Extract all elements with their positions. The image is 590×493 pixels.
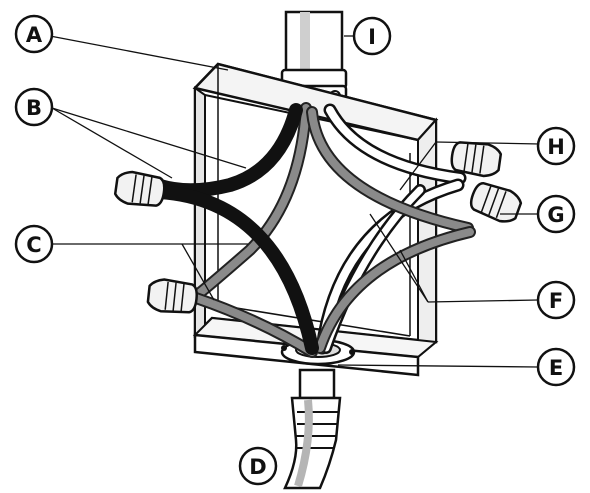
wires: [153, 102, 476, 358]
wire-nut-right-lower: [469, 181, 523, 223]
callout-f: F: [536, 280, 576, 320]
callout-label-d: D: [249, 455, 266, 479]
callout-h: H: [536, 126, 576, 166]
leader-line-h1: [435, 141, 541, 145]
leader-line-c2: [181, 243, 215, 301]
wire-nut-bottom-left: [146, 278, 198, 314]
callout-label-a: A: [26, 23, 43, 47]
callout-a: A: [14, 14, 54, 54]
callout-c: C: [14, 224, 54, 264]
callout-label-c: C: [26, 233, 41, 257]
leader-line-e: [337, 364, 539, 368]
callout-label-f: F: [549, 289, 563, 313]
leader-line-b1: [51, 107, 173, 179]
leader-line-f2: [399, 249, 429, 303]
leader-line-h2: [399, 141, 437, 191]
wire-nut-right-upper: [450, 141, 503, 178]
black-wire-left-to-bottom: [153, 185, 319, 355]
wire-nut-left: [113, 170, 166, 207]
callout-label-g: G: [547, 203, 564, 227]
leader-line-b2: [51, 107, 247, 169]
callout-label-e: E: [549, 356, 563, 380]
callout-d: D: [238, 446, 278, 486]
callout-g: G: [536, 194, 576, 234]
callout-e: E: [536, 347, 576, 387]
leader-line-f3: [369, 213, 429, 303]
callout-i: I: [352, 16, 392, 56]
leader-lines: [49, 35, 541, 368]
callout-label-i: I: [368, 25, 376, 49]
callout-b: B: [14, 87, 54, 127]
bottom-cable: [283, 368, 342, 490]
leader-line-f1: [427, 299, 539, 303]
callout-label-h: H: [547, 135, 565, 159]
leader-line-a: [49, 35, 229, 71]
callout-label-b: B: [26, 96, 42, 120]
